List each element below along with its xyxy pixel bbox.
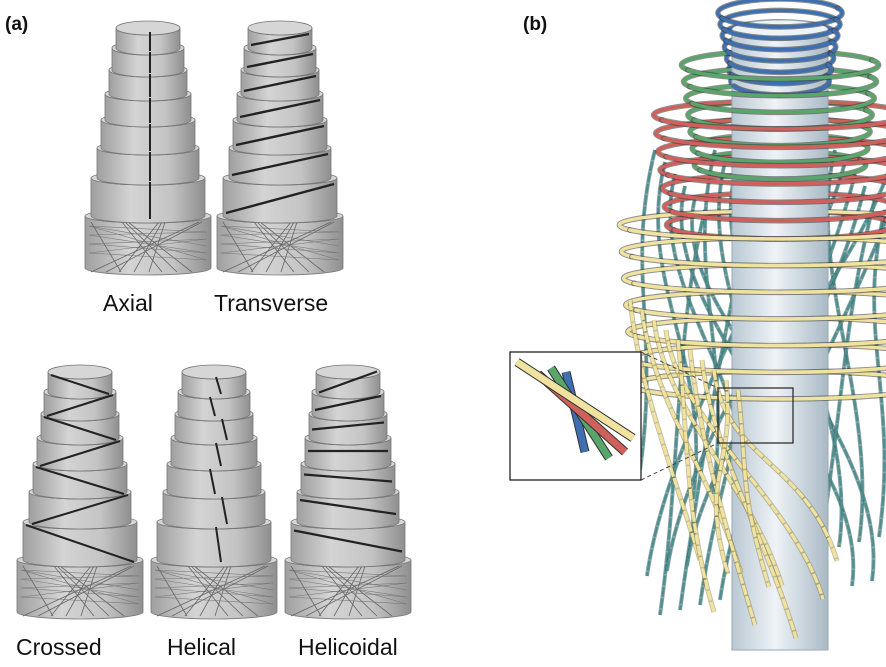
tower-crossed (17, 365, 143, 619)
panel-a-towers (17, 21, 411, 619)
tier-top (248, 21, 312, 35)
tower-helical (151, 365, 277, 619)
tier-top (116, 21, 180, 35)
tower-axial (85, 21, 211, 275)
zoom-connector (641, 443, 718, 480)
tower-helicoidal (285, 365, 411, 619)
core-cylinder (732, 30, 828, 650)
tier-top (182, 365, 246, 379)
tier-top (316, 365, 380, 379)
tower-transverse (217, 21, 343, 275)
panel-b-helix (619, 0, 886, 650)
